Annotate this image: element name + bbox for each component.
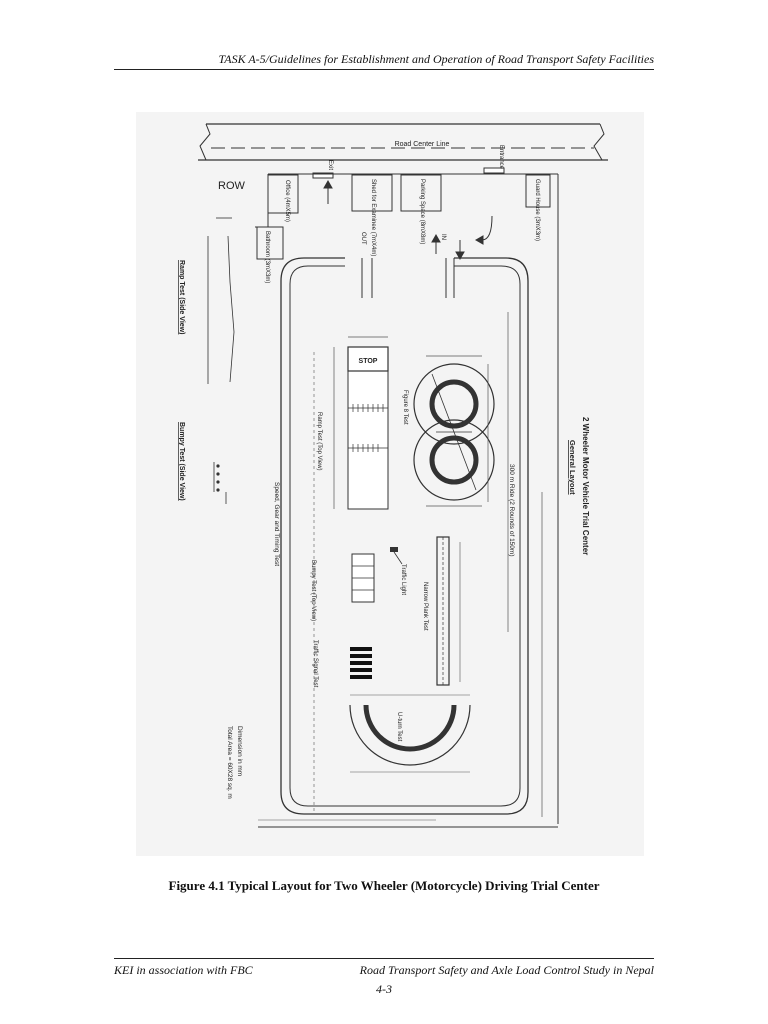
ramp-test-top-view (347, 346, 389, 510)
bumpy-side-view (213, 462, 227, 504)
ramp-side-label: Ramp Test (Side View) (178, 260, 185, 334)
stop-box (347, 346, 389, 372)
uturn-inner-arc (363, 704, 457, 752)
ramp-dimension-lines (333, 336, 388, 509)
traffic-light-icon (390, 547, 403, 565)
office-building (267, 174, 299, 214)
figure-background (136, 112, 644, 856)
layout-figure: Road Center Line Exit Entrance ROW Offic… (136, 112, 644, 856)
dimension-note: Dimension in mm (236, 726, 243, 776)
bumpy-side-label: Bumpy Test (Side View) (178, 422, 185, 501)
stop-label: STOP (359, 358, 378, 365)
page-number: 4-3 (376, 982, 392, 996)
shed-building (351, 174, 393, 212)
figure-caption: Figure 4.1 Typical Layout for Two Wheele… (168, 878, 600, 893)
track-inner-edge (289, 265, 521, 807)
figure-8-dimension-lines (426, 355, 489, 507)
figure-8-label: Figure 8 Test (402, 390, 408, 425)
traffic-signal-label: Traffic Signal Test (312, 640, 318, 688)
bumpy-top-label: Bumpy Test (Top View) (310, 560, 316, 621)
footer-rule (114, 958, 654, 959)
uturn-outer-arc (349, 704, 471, 766)
exit-gate (312, 172, 334, 179)
traffic-arrows (323, 179, 493, 261)
office-label: Office (4mX5m) (284, 180, 290, 222)
layout-subtitle: General Layout (568, 440, 577, 495)
ramp-top-label: Ramp Test (Top View) (316, 412, 322, 470)
road-center-line-label: Road Center Line (395, 141, 450, 148)
shed-label: Shed for Examinee (7mX4m) (370, 179, 376, 256)
area-note: Total Area = 60X28 sq. m (226, 726, 233, 799)
traffic-light-label: Traffic Light (400, 564, 406, 595)
header-rule (114, 69, 654, 70)
ramp-side-view (207, 217, 235, 384)
traffic-signal-zebra (350, 647, 372, 679)
out-label: OUT (360, 232, 366, 245)
track-outer-edge (280, 257, 529, 815)
bathroom-building (256, 226, 284, 260)
entrance-label: Entrance (498, 145, 504, 170)
bathroom-label: Bathroom (3mX3m) (264, 231, 270, 283)
speed-gear-label: Speed, Gear and Timing Test (273, 482, 280, 566)
guard-house (525, 174, 551, 208)
ride-label: 300 m Ride (2 Rounds of 150m) (508, 464, 515, 557)
entrance-gate (483, 167, 505, 174)
exit-label: Exit (327, 160, 333, 170)
row-label: ROW (218, 180, 246, 192)
in-label: IN (440, 234, 446, 240)
guard-house-label: Guard House (3mX3m) (534, 179, 540, 241)
narrow-plank-label: Narrow Plank Test (422, 582, 428, 631)
layout-title: 2 Wheeler Motor Vehicle Trial Center (581, 417, 590, 555)
parking-label: Parking Space (8mX8m) (419, 179, 425, 244)
bumpy-stripes (352, 565, 374, 591)
ramp-scale-marks (348, 404, 388, 452)
layout-drawing: Road Center Line Exit Entrance ROW Offic… (136, 112, 644, 856)
parking-space (400, 174, 442, 212)
figure-8-track (413, 363, 495, 501)
uturn-label: U-turn Test (396, 712, 402, 742)
footer-left: KEI in association with FBC (114, 963, 253, 977)
road (198, 123, 608, 161)
running-header: TASK A-5/Guidelines for Establishment an… (218, 52, 654, 66)
footer-right: Road Transport Safety and Axle Load Cont… (359, 963, 654, 977)
